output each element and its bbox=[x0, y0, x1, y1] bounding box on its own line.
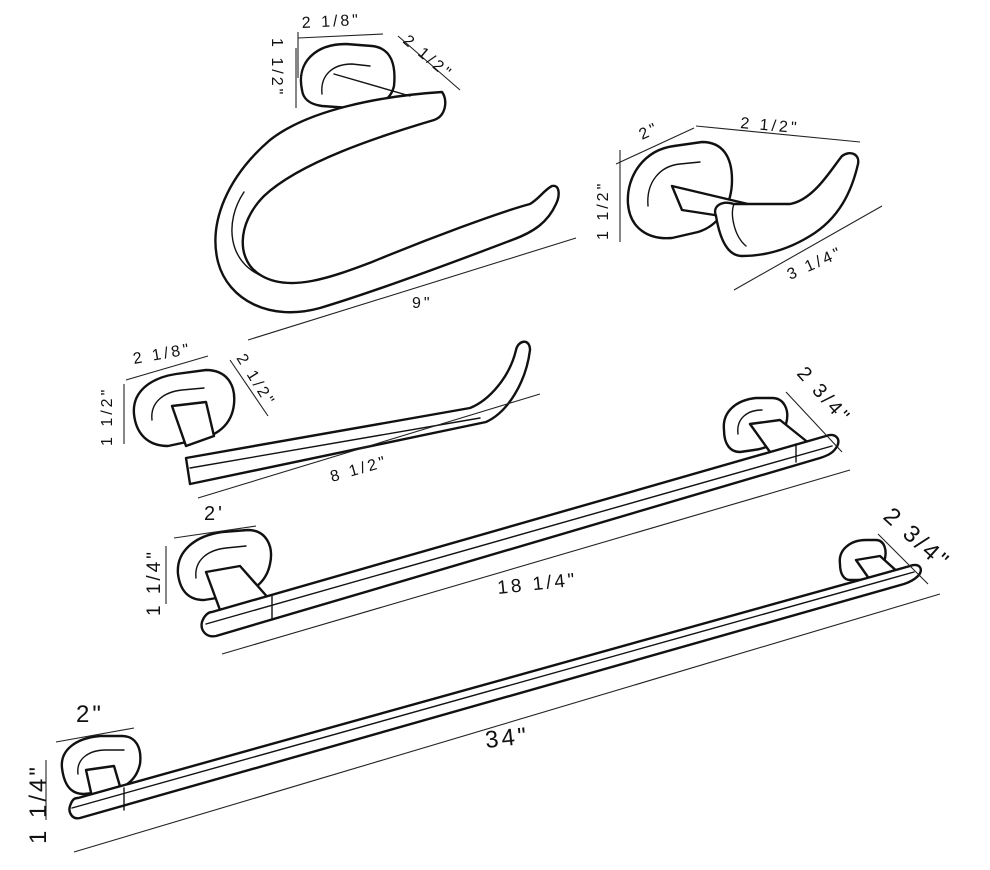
robe-hook-arm bbox=[713, 152, 860, 258]
towel-bar-34-rail bbox=[68, 563, 922, 820]
towel-ring-stem bbox=[170, 400, 216, 448]
paper-holder-base-depth-label: 2 1/2" bbox=[399, 32, 455, 83]
paper-holder bbox=[214, 32, 577, 341]
towel-bar-18 bbox=[165, 391, 851, 655]
towel-bar-18-base-width-label: 2' bbox=[204, 503, 225, 525]
robe-hook bbox=[615, 125, 883, 291]
robe-hook-height-label: 1 1/2" bbox=[595, 181, 612, 240]
towel-bar-34-base-width-label: 2" bbox=[76, 701, 104, 728]
towel-bar-34-length-label: 34" bbox=[484, 722, 531, 753]
towel-bar-18-projection-label: 2 3/4" bbox=[792, 363, 855, 429]
paper-holder-base-height-label: 1 1/2" bbox=[268, 38, 285, 97]
towel-bar-34-base-height-label: 1 1/4" bbox=[25, 764, 52, 844]
towel-ring-base-depth-label: 2 1/2" bbox=[233, 351, 279, 410]
towel-ring bbox=[123, 340, 541, 499]
towel-ring-arm bbox=[184, 340, 532, 486]
paper-holder-base-width-label: 2 1/8" bbox=[301, 12, 361, 32]
robe-hook-width-label: 2 1/2" bbox=[740, 115, 801, 137]
robe-hook-base-width-label: 2" bbox=[637, 120, 663, 144]
towel-ring-base-width-label: 2 1/8" bbox=[132, 341, 193, 368]
towel-bar-18-length-label: 18 1/4" bbox=[496, 570, 578, 599]
paper-holder-arm bbox=[214, 90, 560, 314]
paper-holder-length-label: 9" bbox=[412, 295, 433, 312]
paper-holder-base bbox=[299, 42, 396, 110]
robe-hook-projection-label: 3 1/4" bbox=[785, 244, 846, 284]
towel-bar-34 bbox=[45, 533, 941, 853]
towel-ring-length-label: 8 1/2" bbox=[328, 453, 390, 486]
towel-ring-base-height-label: 1 1/2" bbox=[99, 387, 116, 446]
towel-bar-18-base-height-label: 1 1/4" bbox=[144, 549, 165, 616]
towel-bar-18-rail bbox=[200, 433, 840, 638]
